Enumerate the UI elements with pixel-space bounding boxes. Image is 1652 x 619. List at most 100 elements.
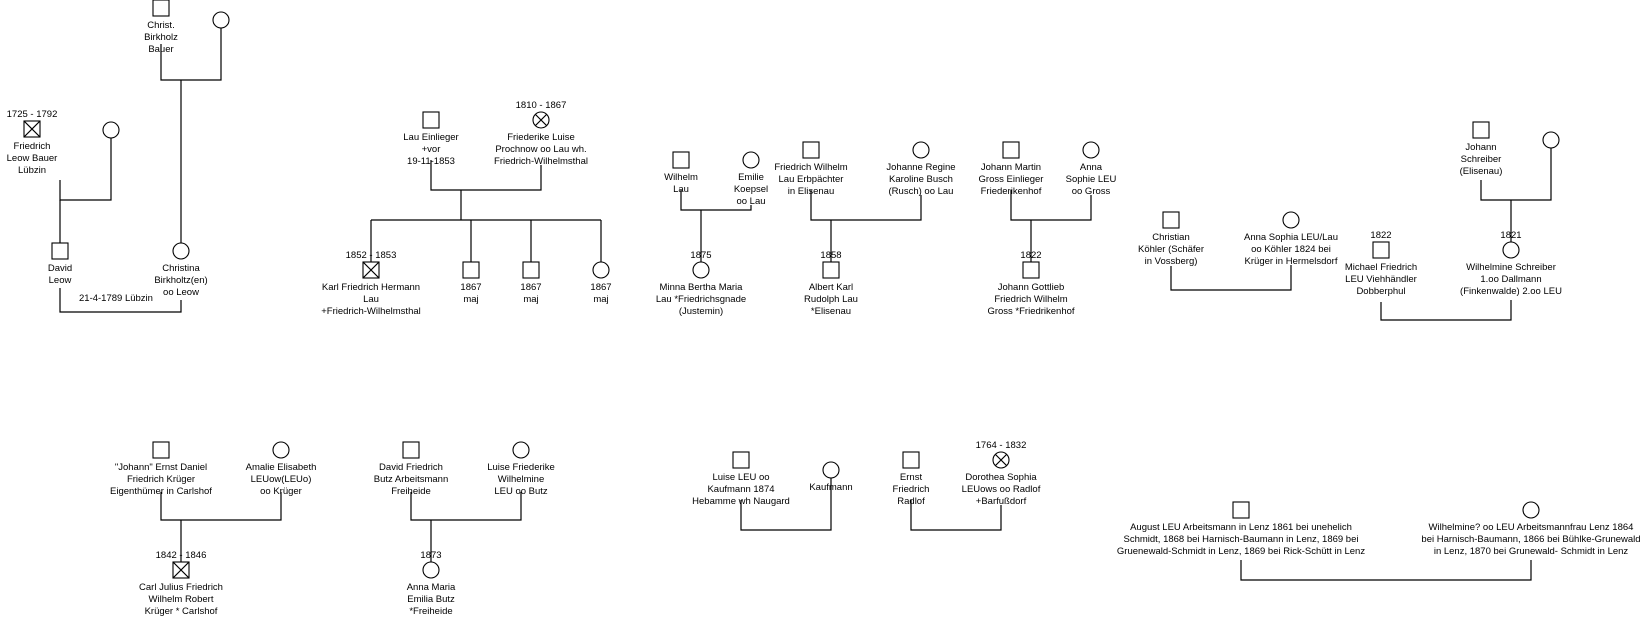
person-label-line: Carl Julius Friedrich — [139, 582, 223, 593]
person-kaufmann: Kaufmann — [809, 461, 853, 493]
person-label-line: Minna Bertha Maria — [660, 282, 744, 293]
person-label-line: LEU Viehhändler — [1345, 274, 1417, 285]
person-label-line: Gross *Friedrikenhof — [987, 306, 1074, 317]
person-label-line: Emilie — [738, 172, 764, 183]
person-label-line: Bauer — [148, 44, 173, 55]
person-label-line: Luise Friederike — [487, 462, 555, 473]
person-label-line: Krüger in Hermelsdorf — [1245, 256, 1338, 267]
connector-line — [810, 190, 922, 221]
person-label-line: 1867 — [460, 282, 481, 293]
connector-line — [59, 288, 182, 313]
person-label-line: Wilhelmine? oo LEU Arbeitsmannfrau Lenz … — [1429, 522, 1634, 533]
person-label-line: Lau Einlieger — [403, 132, 458, 143]
life-dates: 1842 - 1846 — [156, 550, 207, 561]
deceased-cross-icon — [23, 120, 41, 138]
person-label-line: oo Leow — [163, 287, 199, 298]
person-label-line: in Lenz, 1870 bei Grunewald- Schmidt in … — [1434, 546, 1629, 557]
person-label-line: Anna Sophia LEU/Lau — [1244, 232, 1338, 243]
person-label-line: oo Krüger — [260, 486, 302, 497]
person-august-leu: August LEU Arbeitsmann in Lenz 1861 bei … — [1117, 501, 1365, 557]
connector-line — [1240, 560, 1532, 581]
person-label-line: Friedrich Wilhelm — [994, 294, 1067, 305]
person-label-line: maj — [463, 294, 478, 305]
female-symbol — [1522, 501, 1540, 519]
person-label-line: LEUows oo Radlof — [962, 484, 1041, 495]
person-label-line: Lau *Friedrichsgnade — [656, 294, 746, 305]
deceased-cross-icon — [534, 113, 548, 127]
person-label-line: Prochnow oo Lau wh. — [495, 144, 586, 155]
person-wife-schreiber — [1542, 131, 1560, 149]
person-label-line: Wilhelmine Schreiber — [1466, 262, 1556, 273]
connector-line — [59, 138, 112, 201]
person-label-line: Friedrich — [893, 484, 930, 495]
connector-line — [410, 492, 522, 521]
person-label-line: Wilhelmine — [498, 474, 544, 485]
person-label-line: Schmidt, 1868 bei Harnisch-Baumann in Le… — [1123, 534, 1358, 545]
person-label-line: Wilhelm Robert — [149, 594, 214, 605]
male-symbol — [902, 451, 920, 469]
female-symbol — [172, 242, 190, 260]
male-symbol — [422, 111, 440, 129]
person-wilhelmine-leu: Wilhelmine? oo LEU Arbeitsmannfrau Lenz … — [1421, 501, 1641, 557]
person-label-line: Koepsel — [734, 184, 768, 195]
person-label-line: Birkholtz(en) — [154, 275, 207, 286]
female-symbol — [592, 261, 610, 279]
person-label-line: Luise LEU oo — [712, 472, 769, 483]
male-symbol — [462, 261, 480, 279]
female-symbol — [1502, 241, 1520, 259]
person-label-line: maj — [523, 294, 538, 305]
person-label-line: Friedrich Wilhelm — [774, 162, 847, 173]
person-label-line: Lau Erbpächter — [779, 174, 844, 185]
person-label-line: Michael Friedrich — [1345, 262, 1417, 273]
male-symbol — [402, 441, 420, 459]
person-label-line: maj — [593, 294, 608, 305]
person-label-line: Rudolph Lau — [804, 294, 858, 305]
person-label-line: Leow Bauer — [7, 153, 58, 164]
person-label-line: oo Lau — [736, 196, 765, 207]
person-label-line: oo Köhler 1824 bei — [1251, 244, 1331, 255]
person-wife-birkholz — [212, 11, 230, 29]
person-label-line: Wilhelm — [664, 172, 698, 183]
life-dates: 1858 — [820, 250, 841, 261]
connector-line — [1170, 265, 1292, 291]
person-label-line: Butz Arbeitsmann — [374, 474, 448, 485]
female-symbol — [512, 441, 530, 459]
person-label-line: Freiheide — [391, 486, 431, 497]
connector-line — [430, 160, 542, 191]
connector-line — [1010, 190, 1092, 221]
person-label-line: "Johann" Ernst Daniel — [115, 462, 207, 473]
male-symbol — [1002, 141, 1020, 159]
person-label-line: Friedrich-Wilhelmsthal — [494, 156, 588, 167]
person-label-line: Eigenthümer in Carlshof — [110, 486, 212, 497]
male-symbol — [672, 151, 690, 169]
person-label-line: LEUow(LEUo) — [251, 474, 312, 485]
person-label-line: (Finkenwalde) 2.oo LEU — [1460, 286, 1562, 297]
person-label-line: David Friedrich — [379, 462, 443, 473]
person-label-line: Friedrich — [14, 141, 51, 152]
person-label-line: Lübzin — [18, 165, 46, 176]
person-label-line: in Vossberg) — [1145, 256, 1198, 267]
person-label-line: Christina — [162, 263, 200, 274]
deceased-cross-icon — [994, 453, 1008, 467]
life-dates: 1822 — [1020, 250, 1041, 261]
male-symbol — [732, 451, 750, 469]
person-label-line: Kaufmann — [809, 482, 852, 493]
person-label-line: Emilia Butz — [407, 594, 455, 605]
person-label-line: Christian — [1152, 232, 1190, 243]
person-label-line: Krüger * Carlshof — [145, 606, 218, 617]
male-symbol — [1232, 501, 1250, 519]
